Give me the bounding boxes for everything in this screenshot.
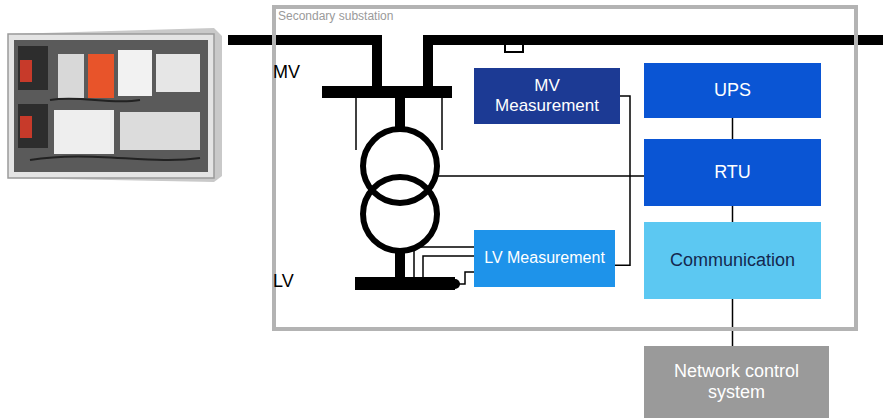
control-system-box: Network control system [644,346,829,418]
transformer-symbol [228,40,883,290]
box-label: LV Measurement [478,249,611,267]
frame-heading: Secondary substation [278,10,393,24]
box-label: UPS [708,80,757,101]
connector-line [732,206,733,222]
cabinet-photo [8,28,222,182]
ups-box: UPS [644,63,821,118]
communication-box: Communication [644,222,821,299]
voltage-label: LV [273,272,294,292]
connector-line [732,299,733,346]
measurement-box: LV Measurement [474,230,615,287]
rtu-box: RTU [644,139,821,206]
box-label: MV Measurement [474,76,620,115]
measurement-box: MV Measurement [474,68,620,124]
voltage-label: MV [273,63,300,83]
substation-frame: Secondary substation MV Measurement UPS RTU… [272,5,858,331]
box-label: Communication [664,250,801,271]
box-label: Network control system [644,361,829,402]
box-label: RTU [708,162,757,183]
connector-line [732,118,733,139]
